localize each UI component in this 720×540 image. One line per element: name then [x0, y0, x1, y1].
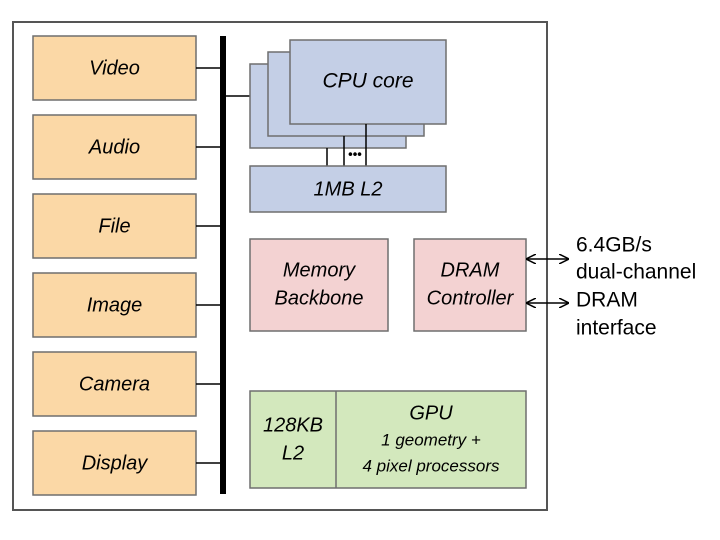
io-block-audio [32, 114, 197, 180]
io-label-audio: Audio [88, 136, 140, 158]
cpu-core-label: CPU core [322, 70, 413, 93]
dram-controller-line2: Controller [427, 287, 515, 309]
io-label-file: File [98, 215, 130, 237]
system-bus [220, 36, 226, 494]
dram-interface-line1: 6.4GB/s [576, 234, 652, 257]
cpu-cluster: CPU core ••• 1MB L2 [226, 39, 447, 213]
io-block-camera [32, 351, 197, 417]
memory-backbone-line2: Backbone [275, 287, 364, 309]
dram-interface-line2: dual-channel [576, 261, 696, 284]
io-block-video [32, 35, 197, 101]
dram-interface-line4: interface [576, 317, 657, 340]
gpu-title: GPU [409, 402, 453, 424]
gpu-block [249, 390, 527, 489]
io-label-display: Display [82, 452, 149, 474]
memory-backbone-block [249, 238, 389, 332]
gpu-l2-line1: 128KB [263, 414, 323, 436]
memory-backbone-line1: Memory [283, 259, 356, 281]
l2-cache-label: 1MB L2 [314, 178, 383, 200]
dram-controller-block [413, 238, 527, 332]
dram-controller-line1: DRAM [441, 259, 500, 281]
gpu-l2-line2: L2 [282, 442, 304, 464]
gpu-line2: 1 geometry + [381, 430, 481, 449]
cpu-core-1 [289, 39, 447, 125]
io-label-image: Image [87, 294, 143, 316]
dram-interface-line3: DRAM [576, 289, 638, 312]
io-block-display [32, 430, 197, 496]
cpu-ellipsis: ••• [348, 146, 362, 161]
io-label-camera: Camera [79, 373, 150, 395]
io-label-video: Video [89, 57, 140, 79]
gpu-line3: 4 pixel processors [362, 456, 500, 475]
l2-cache-1mb [249, 165, 447, 213]
